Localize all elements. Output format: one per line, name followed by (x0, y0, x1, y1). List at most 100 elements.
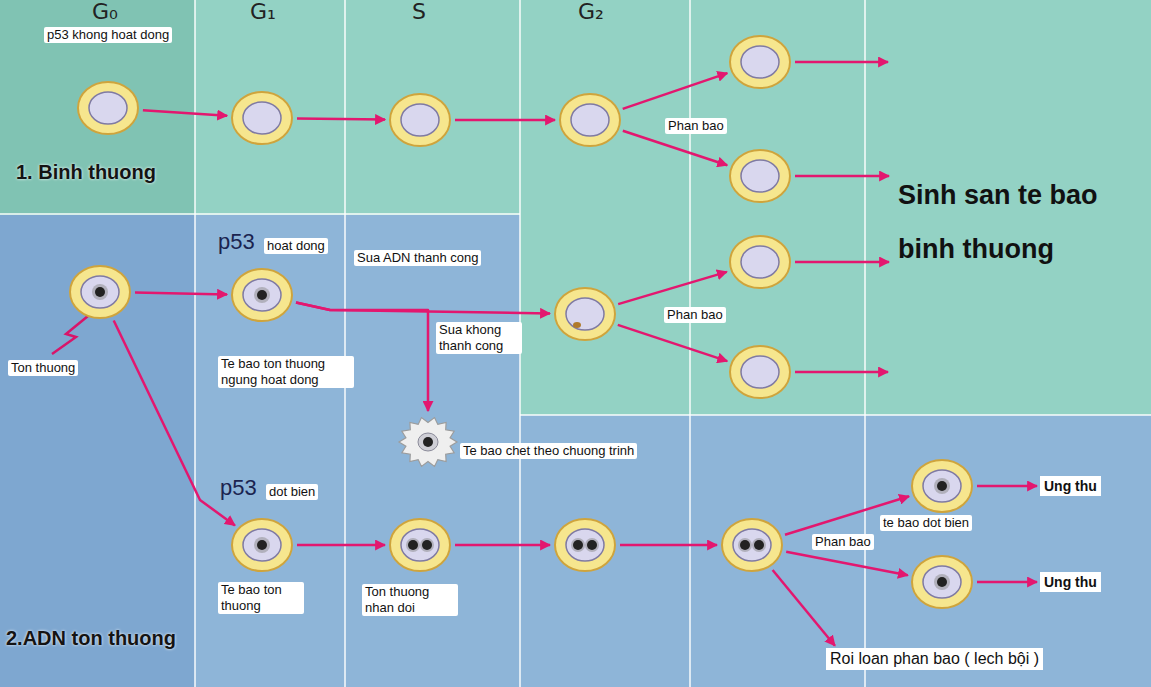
cell-membrane (912, 460, 972, 512)
region-border (520, 414, 1151, 416)
cell (553, 286, 617, 342)
cell-membrane (232, 92, 292, 144)
cell-nucleus (566, 529, 604, 561)
flow-arrow (297, 118, 385, 119)
flow-arrow (297, 544, 385, 547)
column-header: G₁ (250, 0, 276, 24)
cell-nucleus (923, 470, 961, 502)
flow-arrow (977, 485, 1037, 488)
damage-dot (937, 577, 947, 587)
cell: p53 khong hoat dong (76, 80, 140, 136)
flow-arrow (623, 73, 728, 109)
cell-label: Te bao ton thuong (218, 582, 304, 614)
cell-membrane (730, 150, 790, 202)
cell-label: te bao dot bien (880, 515, 972, 531)
cell-membrane (722, 519, 782, 571)
g0-column-shade (0, 0, 195, 215)
cell-drawing (553, 517, 617, 573)
cell: Ton thuong (68, 264, 132, 320)
cell-nucleus (243, 102, 281, 134)
cell-label: dot bien (266, 484, 318, 500)
cell-membrane (730, 36, 790, 88)
cell-nucleus (741, 356, 779, 388)
damage-halo (420, 538, 434, 552)
cell-nucleus (571, 104, 609, 136)
damage-dot (95, 287, 105, 297)
outcome-box: Ung thu (1040, 572, 1101, 592)
flow-arrow (623, 131, 727, 165)
cell-drawing (728, 234, 792, 290)
cell-drawing (230, 517, 294, 573)
cell-label: Ton thuong (8, 360, 78, 376)
step-label: Sua khong thanh cong (436, 322, 522, 354)
cell-nucleus (923, 566, 961, 598)
cell: p53dot bienTe bao ton thuong (230, 517, 294, 573)
flow-arrow (977, 581, 1037, 584)
flow-arrow (455, 544, 550, 547)
cell (230, 90, 294, 146)
damage-dot (257, 290, 267, 300)
damage-halo (738, 538, 752, 552)
flow-arrow (620, 544, 717, 547)
column-divider (344, 0, 346, 687)
damage-dot (408, 540, 418, 550)
cell-membrane (560, 94, 620, 146)
cell (728, 344, 792, 400)
g0-column-shade (0, 215, 195, 687)
flow-arrow (455, 119, 555, 122)
box-text: Ung thu (1044, 477, 1097, 495)
cell-membrane (70, 266, 130, 318)
cell-drawing (68, 264, 132, 320)
protein-label: p53 (220, 475, 257, 501)
cell-membrane (232, 269, 292, 321)
column-divider (194, 0, 196, 687)
cell-nucleus (741, 246, 779, 278)
damage-halo (934, 478, 950, 494)
cell-membrane (390, 519, 450, 571)
column-header: G₂ (578, 0, 604, 24)
cell-drawing (910, 554, 974, 610)
outcome-box: Ung thu (1040, 476, 1101, 496)
flow-arrow (618, 325, 727, 361)
apoptotic-cell: Te bao chet theo chuong trinh (396, 414, 460, 470)
cell-drawing (558, 92, 622, 148)
damaged-region (0, 215, 1151, 687)
cell-nucleus (401, 529, 439, 561)
cell-nucleus (741, 160, 779, 192)
cell-drawing (728, 344, 792, 400)
cell-drawing (728, 34, 792, 90)
box-text: Roi loan phan bao ( lech bội ) (830, 649, 1039, 669)
damage-dot (937, 481, 947, 491)
box-text: Ung thu (1044, 573, 1097, 591)
cell: p53hoat dongTe bao ton thuong ngung hoat… (230, 267, 294, 323)
damage-halo (585, 538, 599, 552)
cell (558, 92, 622, 148)
cell-nucleus (733, 529, 771, 561)
cell (388, 92, 452, 148)
step-label: Phan bao (664, 307, 726, 323)
cell-nucleus (89, 92, 127, 124)
cell-drawing (230, 267, 294, 323)
cell-nucleus (401, 104, 439, 136)
flow-arrow (795, 371, 888, 374)
cell-nucleus (81, 276, 119, 308)
cell-nucleus (418, 433, 438, 451)
repair-mark (573, 322, 581, 328)
cell-membrane (399, 418, 457, 467)
cell-label: Ton thuong nhan doi (362, 584, 458, 616)
normal-region (520, 215, 1151, 415)
flow-arrow (773, 570, 835, 646)
damage-dot (422, 540, 432, 550)
flow-arrow (795, 261, 889, 264)
outcome-box: Roi loan phan bao ( lech bội ) (826, 648, 1043, 670)
cell: te bao dot bien (910, 458, 974, 514)
cell-nucleus (566, 298, 604, 330)
cell-membrane (730, 346, 790, 398)
step-label: Phan bao (812, 534, 874, 550)
region-border (0, 213, 520, 215)
cell-nucleus (741, 46, 779, 78)
cell-drawing (396, 414, 460, 470)
flow-arrow (135, 293, 227, 295)
result-text: Sinh san te bao binh thuong (892, 168, 1146, 276)
